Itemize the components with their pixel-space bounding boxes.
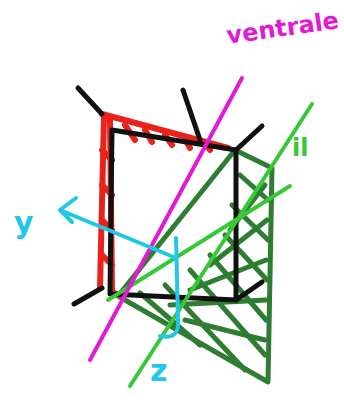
sketch-label: z <box>150 356 167 386</box>
sketch-label: ventrale <box>225 8 340 47</box>
sketch-label: il <box>292 136 308 160</box>
axis-arrows <box>60 198 178 337</box>
box-outline <box>74 88 262 304</box>
ventrale-line <box>90 78 242 360</box>
sketch-label: y <box>14 208 34 238</box>
green-line <box>108 104 312 386</box>
